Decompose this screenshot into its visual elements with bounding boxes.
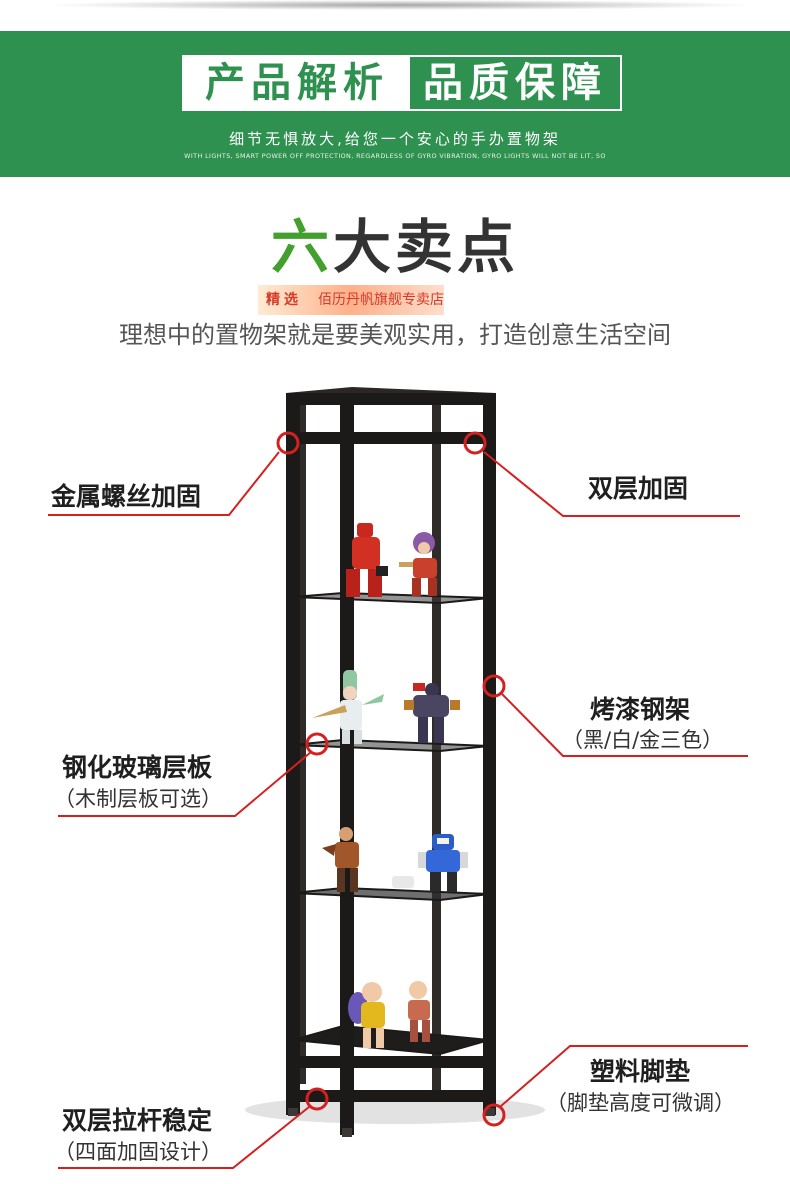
callout-sub-feet: （脚垫高度可微调） [546, 1091, 735, 1115]
banner-title-left: 产品解析 [184, 57, 410, 109]
banner-subtitle: 细节无惧放大,给您一个安心的手办置物架 [229, 130, 561, 148]
callout-label-double-layer: 双层加固 [588, 474, 689, 503]
figurine-brown-fighter [322, 827, 359, 892]
heading-rest: 大卖点 [333, 213, 520, 281]
callout-label-glass: 钢化玻璃层板 [62, 753, 213, 782]
banner-title-right: 品质保障 [423, 60, 607, 106]
callout-sub-tie-rods: （四面加固设计） [54, 1140, 222, 1164]
figurine-purple-hair [399, 532, 437, 596]
figurine-armored-warrior [404, 683, 460, 743]
figurine-little-monk [408, 981, 430, 1042]
figurine-bald-monk [348, 982, 385, 1048]
front-post-right [483, 393, 496, 1115]
store-watermark: 精选佰历丹帆旗舰专卖店 [258, 285, 444, 315]
foot-right [485, 1108, 495, 1116]
base-rail-upper [286, 1056, 496, 1068]
callout-tie-rods [58, 1087, 329, 1169]
front-post-middle [340, 393, 354, 1135]
callout-label-screws: 金属螺丝加固 [51, 482, 202, 511]
back-post-left [298, 398, 306, 1084]
callout-sub-paint: （黑/白/金三色） [562, 728, 724, 752]
foot-middle [342, 1128, 352, 1137]
figurine-red-robot [346, 523, 388, 597]
callout-label-paint: 烤漆钢架 [590, 695, 691, 724]
foot-left [288, 1108, 298, 1116]
banner-english-text: WITH LIGHTS, SMART POWER OFF PROTECTION,… [184, 152, 606, 160]
callout-glass [58, 732, 329, 817]
top-shadow [40, 0, 760, 10]
tagline: 理想中的置物架就是要美观实用，打造创意生活空间 [119, 321, 671, 349]
glass-shelves [292, 591, 490, 1056]
figurine-blue-robot [392, 834, 468, 892]
callout-label-feet: 塑料脚垫 [590, 1057, 691, 1086]
top-rail [286, 393, 496, 405]
figurine-green-white [312, 670, 384, 744]
callout-double-layer [463, 431, 740, 517]
callout-label-tie-rods: 双层拉杆稳定 [62, 1106, 213, 1135]
callout-sub-glass: （木制层板可选） [54, 787, 222, 811]
banner-title-box: 产品解析 品质保障 [182, 55, 622, 111]
section-heading: 六大卖点 [0, 200, 790, 284]
callout-screws [48, 431, 300, 516]
watermark-right: 佰历丹帆旗舰专卖店 [318, 292, 444, 308]
second-rail [300, 432, 490, 444]
heading-accent-char: 六 [270, 213, 333, 281]
callout-paint [482, 674, 748, 757]
callout-feet [482, 1045, 748, 1127]
floor-shadow [245, 1096, 545, 1124]
front-post-left [286, 393, 300, 1115]
base-rail-lower [286, 1090, 496, 1102]
watermark-left: 精选 [266, 292, 302, 308]
